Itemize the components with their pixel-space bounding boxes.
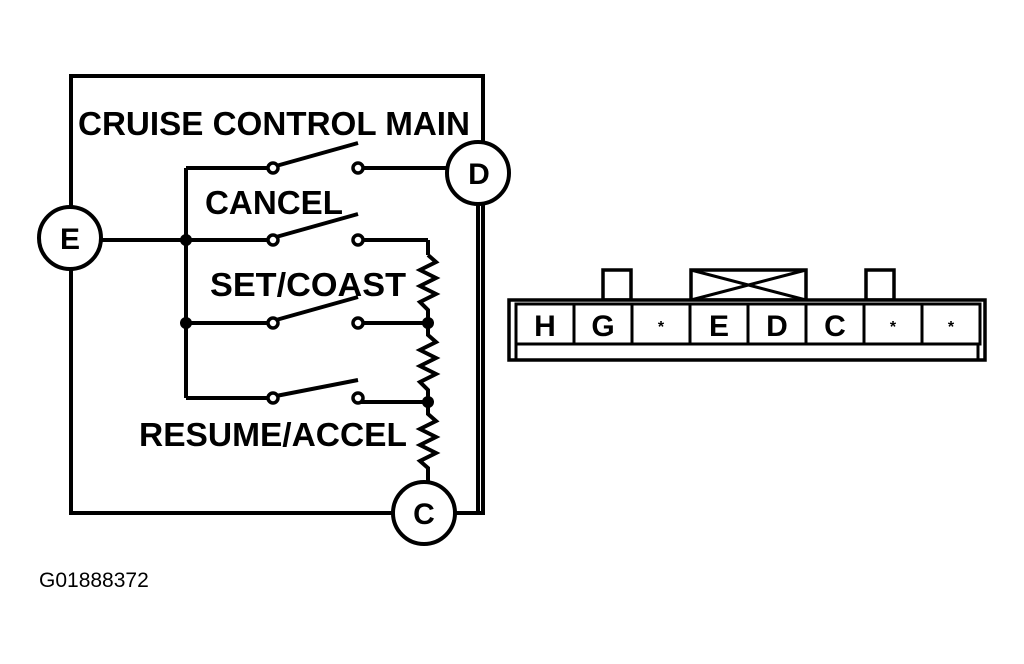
- switch-label-set-coast: SET/COAST: [210, 266, 406, 303]
- connector-pin-label: E: [709, 310, 729, 343]
- terminal-e-label: E: [60, 223, 80, 256]
- connector-tab-right: [864, 268, 896, 302]
- module-title: CRUISE CONTROL MAIN: [78, 105, 470, 142]
- switch-label-cancel: CANCEL: [205, 184, 343, 221]
- resistor-1: [415, 253, 441, 323]
- connector-pin-label: *: [658, 319, 665, 336]
- connector-pin-cell: [862, 302, 924, 346]
- connector-pin-label: *: [890, 319, 897, 336]
- terminal-c-label: C: [413, 498, 435, 531]
- switch-module-box: [69, 74, 485, 515]
- connector-pin-cell: [746, 302, 808, 346]
- connector-pin-cell: [514, 302, 576, 346]
- connector-pin-label: G: [591, 310, 614, 343]
- terminal-e-circle: [37, 205, 103, 271]
- connector-pin-label: *: [948, 319, 955, 336]
- figure-code: G01888372: [39, 569, 149, 592]
- connector-tab-left: [601, 268, 633, 302]
- terminal-d-circle: [445, 140, 511, 206]
- connector-pin-label: H: [534, 310, 556, 343]
- connector-pin-cell: [920, 302, 982, 346]
- resistor-2: [415, 323, 441, 402]
- connector-pin-label: D: [766, 310, 788, 343]
- connector: H G * E D C * *: [507, 268, 987, 362]
- connector-pin-cell: [688, 302, 750, 346]
- terminal-d-label: D: [468, 158, 490, 191]
- resistor-3: [415, 402, 441, 484]
- connector-pin-label: C: [824, 310, 846, 343]
- connector-pin-cell: [630, 302, 692, 346]
- switch-label-resume-accel: RESUME/ACCEL: [139, 416, 407, 453]
- terminal-c-circle: [391, 480, 457, 546]
